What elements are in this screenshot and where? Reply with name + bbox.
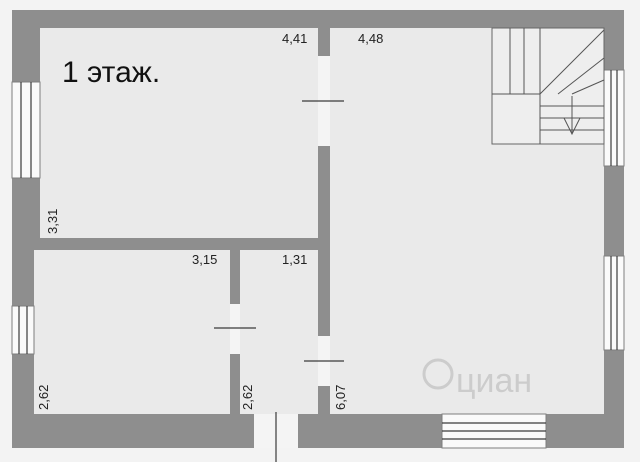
dim-right-width: 4,48: [358, 31, 383, 46]
window-right-upper: [603, 69, 625, 167]
room-bottom-middle: [240, 250, 318, 414]
dim-bottom-left-height: 2,62: [36, 385, 51, 410]
dim-bottom-left-width: 3,15: [192, 252, 217, 267]
window-left-lower: [11, 305, 35, 355]
dim-bottom-middle-width: 1,31: [282, 252, 307, 267]
window-left-upper: [11, 81, 41, 179]
floor-title: 1 этаж.: [62, 56, 160, 89]
watermark: циан: [422, 358, 532, 400]
room-top-left: [40, 28, 318, 238]
window-right-lower: [603, 255, 625, 351]
watermark-text: циан: [456, 362, 532, 400]
dim-top-left-width: 4,41: [282, 31, 307, 46]
dim-bottom-middle-height: 2,62: [240, 385, 255, 410]
doorway-bottom-left-room: [230, 304, 240, 354]
room-bottom-left: [34, 250, 230, 414]
staircase: [491, 27, 605, 145]
dim-top-left-height: 3,31: [45, 209, 60, 234]
window-bottom: [441, 413, 547, 449]
dim-right-height: 6,07: [333, 385, 348, 410]
